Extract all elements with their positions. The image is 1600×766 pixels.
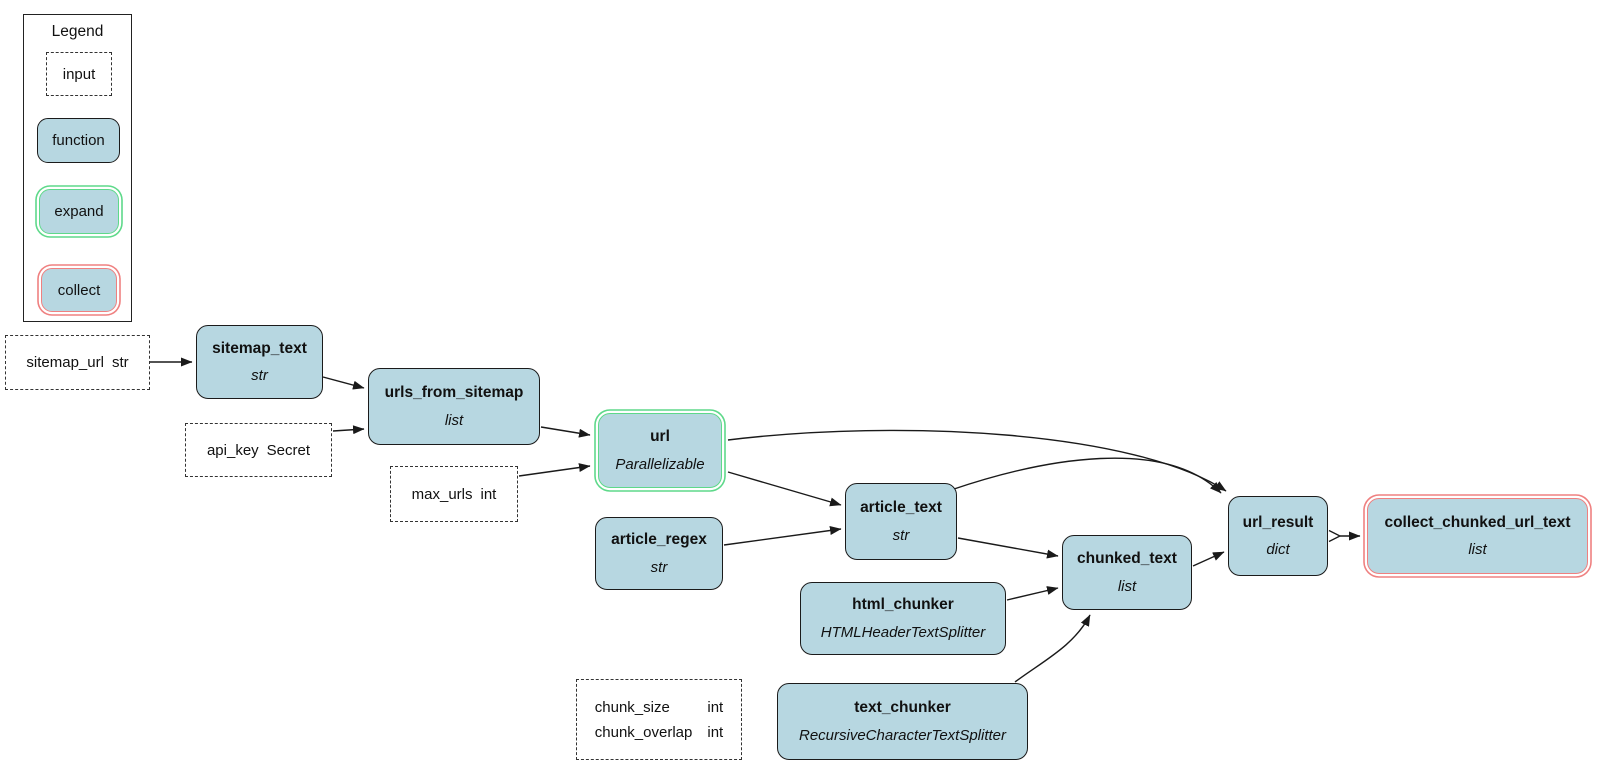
node-title: urls_from_sitemap	[384, 384, 524, 402]
legend-label-function: function	[52, 132, 105, 149]
edge-url-url_result	[727, 429, 1227, 492]
node-subtitle: HTMLHeaderTextSplitter	[820, 623, 986, 641]
node-urls_from_sitemap: urls_from_sitemap list	[368, 368, 540, 445]
node-html_chunker: html_chunker HTMLHeaderTextSplitter	[800, 582, 1006, 655]
node-subtitle: RecursiveCharacterTextSplitter	[798, 726, 1007, 744]
node-subtitle: str	[650, 558, 668, 576]
param-name: chunk_size	[594, 698, 670, 716]
edge-chunked_text-url_result	[1192, 551, 1225, 567]
edge-url_result-collect-tail-icon	[1328, 529, 1342, 543]
node-url: url Parallelizable	[598, 413, 722, 488]
edge-api_key-urls_from_sitemap	[332, 425, 365, 435]
node-title: sitemap_text	[212, 339, 307, 357]
node-collect_chunked_url_text: collect_chunked_url_text list	[1367, 498, 1588, 574]
node-subtitle: list	[444, 411, 464, 429]
node-title: article_text	[860, 499, 942, 517]
node-title: article_regex	[611, 531, 707, 549]
legend: Legend input function expand collect	[23, 14, 132, 322]
node-title: collect_chunked_url_text	[1384, 513, 1571, 531]
edge-article_text-chunked_text	[957, 537, 1059, 559]
edge-url-article_text	[727, 471, 842, 507]
edge-text_chunker-chunked_text	[1014, 614, 1091, 683]
node-title: url	[650, 428, 670, 446]
legend-title: Legend	[51, 23, 104, 40]
node-article_text: article_text str	[845, 483, 957, 560]
node-title: html_chunker	[852, 596, 954, 614]
param-type: int	[707, 723, 724, 741]
input-box-sitemap_url: sitemap_url str	[5, 335, 150, 390]
node-title: url_result	[1242, 513, 1314, 531]
edge-sitemap_text-urls_from_sitemap	[322, 376, 365, 390]
edge-article_text-url_result	[950, 457, 1222, 494]
node-subtitle: list	[1468, 541, 1487, 559]
param-name: sitemap_url	[26, 354, 104, 371]
node-subtitle: list	[1117, 577, 1137, 595]
edge-html_chunker-chunked_text	[1006, 586, 1059, 601]
input-box-chunk-params: chunk_size int chunk_overlap int	[576, 679, 742, 760]
node-subtitle: Parallelizable	[615, 455, 705, 473]
param-name: api_key	[206, 441, 259, 459]
param-name: chunk_overlap	[594, 723, 693, 741]
node-sitemap_text: sitemap_text str	[196, 325, 323, 399]
input-box-max_urls: max_urls int	[390, 466, 518, 522]
param-type: Secret	[266, 441, 311, 459]
node-url_result: url_result dict	[1228, 496, 1328, 576]
node-chunked_text: chunked_text list	[1062, 535, 1192, 610]
input-box-api_key: api_key Secret	[185, 423, 332, 477]
edge-article_regex-article_text	[723, 526, 842, 546]
node-subtitle: str	[251, 367, 268, 385]
legend-swatch-input: input	[46, 52, 112, 96]
node-title: text_chunker	[854, 699, 951, 717]
node-text_chunker: text_chunker RecursiveCharacterTextSplit…	[777, 683, 1028, 760]
legend-label-input: input	[62, 65, 96, 83]
legend-label-collect: collect	[57, 281, 101, 299]
edge-urls_from_sitemap-url	[540, 426, 591, 438]
node-subtitle: dict	[1266, 541, 1290, 559]
legend-swatch-collect: collect	[41, 268, 117, 312]
legend-swatch-expand: expand	[39, 189, 119, 234]
param-type: str	[111, 354, 129, 371]
node-subtitle: str	[892, 526, 910, 544]
param-name: max_urls	[411, 485, 473, 503]
edge-max_urls-url	[518, 463, 591, 477]
param-type: int	[480, 485, 497, 503]
param-type: int	[707, 698, 724, 716]
node-title: chunked_text	[1077, 550, 1177, 568]
legend-swatch-function: function	[37, 118, 120, 163]
legend-label-expand: expand	[54, 203, 104, 220]
node-article_regex: article_regex str	[595, 517, 723, 590]
